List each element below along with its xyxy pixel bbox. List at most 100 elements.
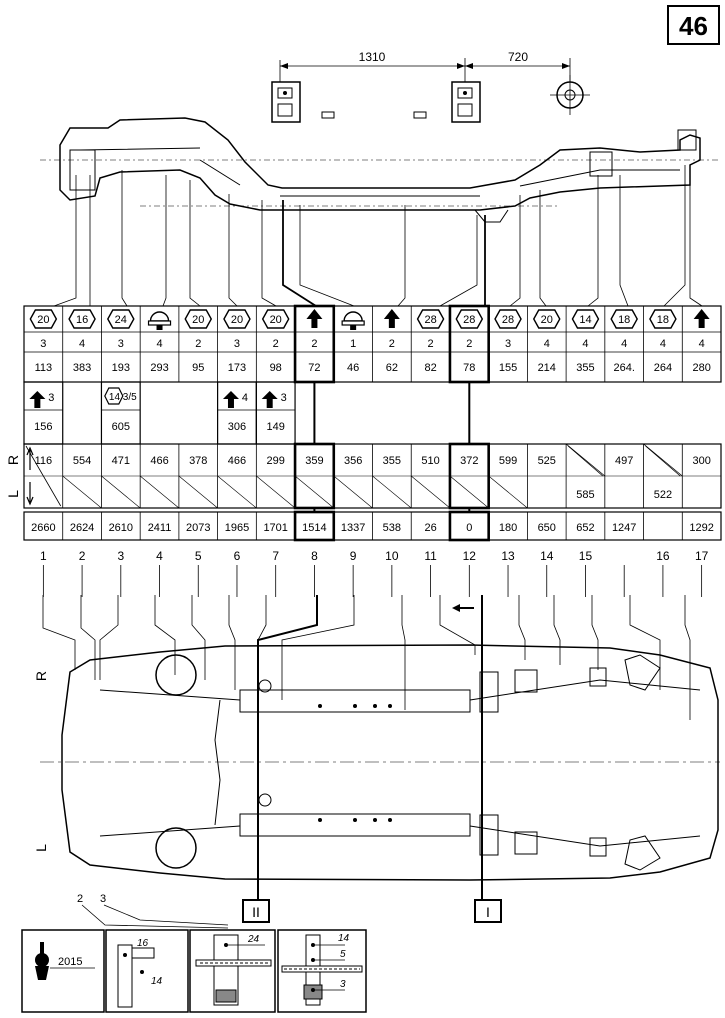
svg-text:I: I <box>486 904 490 920</box>
up-arrow-icon <box>222 391 239 408</box>
right-side-value: 116 <box>35 455 53 467</box>
column-index: 13 <box>501 549 515 563</box>
hex-size-label: 28 <box>502 314 514 326</box>
hex-bolt-icon: 28 <box>455 309 484 329</box>
size-cell: 214 <box>538 362 556 374</box>
column-index: 16 <box>656 549 670 563</box>
gauge-fixture-left <box>271 81 301 123</box>
size-cell: 173 <box>228 362 246 374</box>
detail-label-16: 16 <box>137 938 149 949</box>
detail-label-24: 24 <box>247 934 260 945</box>
qty-cell: 3 <box>234 338 240 350</box>
hex-bolt-icon: 18 <box>610 309 638 329</box>
dimension-cell: 2660 <box>31 522 55 534</box>
hex-bolt-icon: 20 <box>261 309 290 329</box>
gauge-target-icon <box>550 75 590 115</box>
size-cell: 72 <box>308 362 320 374</box>
gauge-fixture-center <box>451 81 481 123</box>
section-ref-I: I <box>474 899 502 923</box>
hex-bolt-icon: 20 <box>223 309 251 329</box>
qty-cell: 2 <box>311 338 317 350</box>
detail-panel-4: 14 5 3 <box>277 929 367 1013</box>
right-side-value: 355 <box>383 455 401 467</box>
detail-label-5: 5 <box>340 949 346 960</box>
hex-size-label: 18 <box>618 314 630 326</box>
up-arrow-icon <box>383 309 400 328</box>
dimension-cell: 652 <box>576 522 594 534</box>
dimension-cell: 1965 <box>225 522 249 534</box>
qty-cell: 4 <box>699 338 705 350</box>
right-side-value: 299 <box>267 455 285 467</box>
right-side-value: 510 <box>421 455 439 467</box>
detail-label-14b: 14 <box>338 933 350 944</box>
size-cell: 264 <box>654 362 672 374</box>
extra-value: 605 <box>112 421 130 433</box>
hex-size-label: 20 <box>37 314 49 326</box>
hex-size-label: 28 <box>424 314 436 326</box>
mount-pad-icon <box>341 311 365 330</box>
dimension-cell: 1514 <box>302 522 326 534</box>
qty-cell: 1 <box>350 338 356 350</box>
hex-size-label: 20 <box>231 314 243 326</box>
hex-size-label: 28 <box>463 314 475 326</box>
hex-size-label: 24 <box>115 314 127 326</box>
size-cell: 264. <box>613 362 634 374</box>
right-side-value: 466 <box>228 455 246 467</box>
right-side-value: 372 <box>460 455 478 467</box>
qty-cell: 4 <box>660 338 666 350</box>
sheet-number: 46 <box>679 11 708 41</box>
side-label-left: L <box>5 490 21 498</box>
detail-label-2015: 2015 <box>58 956 82 968</box>
hex-bolt-icon <box>104 387 124 405</box>
qty-cell: 3 <box>118 338 124 350</box>
size-cell: 155 <box>499 362 517 374</box>
right-side-value: 359 <box>305 455 323 467</box>
hex-bolt-icon: 18 <box>649 309 677 329</box>
column-index: 10 <box>385 549 399 563</box>
size-cell: 78 <box>463 362 475 374</box>
dimension-720: 720 <box>508 50 528 64</box>
side-view-frame <box>40 117 720 223</box>
mount-pad-icon <box>147 311 172 330</box>
section-ref-II: II <box>242 899 270 923</box>
qty-cell: 3 <box>40 338 46 350</box>
hex-size-label: 14 <box>579 314 591 326</box>
qty-cell: 3 <box>505 338 511 350</box>
dimension-cell: 1292 <box>689 522 713 534</box>
right-side-value: 497 <box>615 455 633 467</box>
extra-qty: 14 3/5 <box>109 392 137 403</box>
column-index: 4 <box>156 549 163 563</box>
extra-value: 306 <box>228 421 246 433</box>
dimension-cell: 180 <box>499 522 517 534</box>
detail-callout-2: 2 <box>77 893 83 905</box>
upper-leader-lines <box>53 165 703 307</box>
qty-cell: 2 <box>466 338 472 350</box>
size-cell: 193 <box>112 362 130 374</box>
qty-cell: 4 <box>621 338 627 350</box>
extra-qty: 3 <box>48 392 54 404</box>
column-index: 9 <box>350 549 357 563</box>
dimension-cell: 1701 <box>263 522 287 534</box>
dimension-1310: 1310 <box>359 50 386 64</box>
dimension-cell: 538 <box>383 522 401 534</box>
column-index: 11 <box>424 549 437 563</box>
column-index: 5 <box>195 549 202 563</box>
up-arrow-icon <box>261 391 278 408</box>
dimension-cell: 2073 <box>186 522 210 534</box>
qty-cell: 4 <box>544 338 550 350</box>
right-side-value: 300 <box>692 455 710 467</box>
hex-bolt-icon: 20 <box>29 309 58 329</box>
qty-cell: 2 <box>195 338 201 350</box>
hex-bolt-icon: 14 <box>571 309 600 329</box>
